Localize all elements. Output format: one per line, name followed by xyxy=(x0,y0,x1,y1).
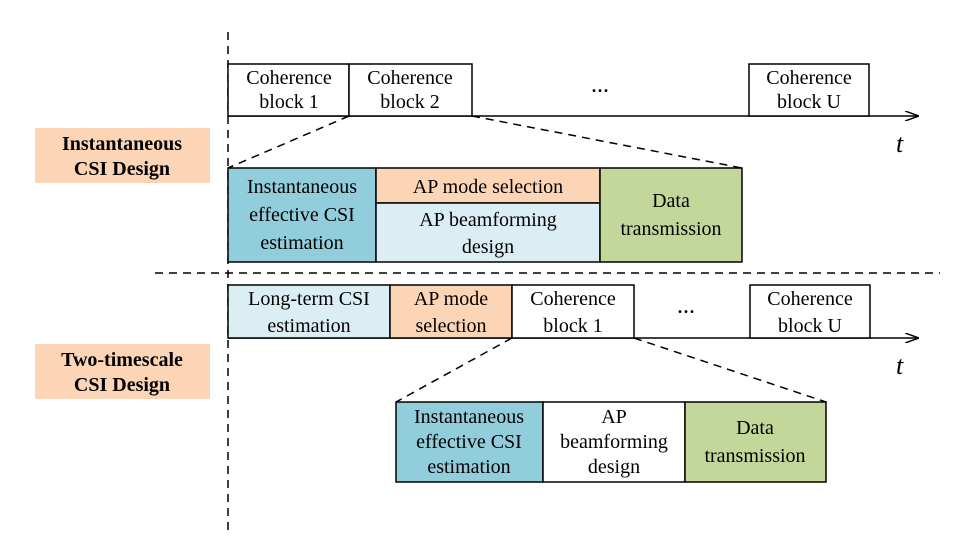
bottom-axis-label: t xyxy=(896,351,904,380)
bottom-coherence-block-1: Coherence block 1 xyxy=(511,284,635,339)
svg-text:transmission: transmission xyxy=(620,218,721,240)
svg-text:Instantaneous: Instantaneous xyxy=(62,133,182,155)
svg-text:Coherence: Coherence xyxy=(367,67,453,89)
bottom-estimation-box: Instantaneous effective CSI estimation xyxy=(395,401,544,483)
svg-text:block U: block U xyxy=(777,91,841,113)
bottom-ellipsis: ... xyxy=(677,293,695,319)
instantaneous-label: Instantaneous CSI Design xyxy=(35,128,210,183)
svg-text:CSI Design: CSI Design xyxy=(74,374,170,396)
svg-text:Two-timescale: Two-timescale xyxy=(61,349,183,371)
svg-text:CSI Design: CSI Design xyxy=(74,158,170,180)
svg-text:Coherence: Coherence xyxy=(766,67,852,89)
svg-text:block 2: block 2 xyxy=(380,91,439,113)
svg-text:effective CSI: effective CSI xyxy=(249,204,355,226)
svg-text:Data: Data xyxy=(736,417,774,439)
svg-text:estimation: estimation xyxy=(427,456,510,478)
two-timescale-label: Two-timescale CSI Design xyxy=(35,344,210,399)
top-zoom-line-left xyxy=(227,115,350,169)
long-term-estimation-box: Long-term CSI estimation xyxy=(227,284,391,339)
svg-text:design: design xyxy=(462,236,514,258)
svg-text:selection: selection xyxy=(415,315,486,337)
bottom-data-transmission-box: Data transmission xyxy=(684,401,827,483)
top-beamforming-box: AP beamforming design xyxy=(375,202,601,263)
svg-text:AP: AP xyxy=(601,406,627,428)
svg-text:AP beamforming: AP beamforming xyxy=(419,209,557,231)
svg-text:beamforming: beamforming xyxy=(560,431,668,453)
top-data-transmission-box: Data transmission xyxy=(599,167,743,263)
svg-text:Data: Data xyxy=(652,190,690,212)
top-zoom-line-right xyxy=(471,115,743,169)
svg-text:transmission: transmission xyxy=(704,445,805,467)
svg-text:estimation: estimation xyxy=(267,315,350,337)
bottom-coherence-block-u: Coherence block U xyxy=(749,284,871,339)
svg-text:AP mode: AP mode xyxy=(414,288,488,310)
top-estimation-box: Instantaneous effective CSI estimation xyxy=(227,167,377,263)
svg-text:Coherence: Coherence xyxy=(246,67,332,89)
top-coherence-block-u: Coherence block U xyxy=(748,63,870,117)
svg-text:effective CSI: effective CSI xyxy=(416,431,522,453)
svg-text:block 1: block 1 xyxy=(259,91,318,113)
svg-text:block 1: block 1 xyxy=(543,315,602,337)
svg-text:Instantaneous: Instantaneous xyxy=(247,176,357,198)
svg-text:Coherence: Coherence xyxy=(530,288,616,310)
bottom-beamforming-box: AP beamforming design xyxy=(542,401,686,483)
top-axis-label: t xyxy=(896,129,904,158)
svg-text:estimation: estimation xyxy=(260,232,343,254)
svg-text:block U: block U xyxy=(778,315,842,337)
bottom-zoom-line-right xyxy=(633,337,827,403)
svg-text:Long-term CSI: Long-term CSI xyxy=(248,288,370,310)
svg-text:AP mode selection: AP mode selection xyxy=(413,176,563,198)
top-coherence-block-2: Coherence block 2 xyxy=(348,63,473,117)
svg-text:design: design xyxy=(588,456,640,478)
top-coherence-block-1: Coherence block 1 xyxy=(227,63,350,117)
bottom-zoom-line-left xyxy=(395,337,513,403)
top-ellipsis: ... xyxy=(591,72,609,98)
svg-text:Instantaneous: Instantaneous xyxy=(414,406,524,428)
bottom-mode-selection-box: AP mode selection xyxy=(389,284,513,339)
svg-text:Coherence: Coherence xyxy=(767,288,853,310)
top-mode-selection-box: AP mode selection xyxy=(375,167,601,204)
